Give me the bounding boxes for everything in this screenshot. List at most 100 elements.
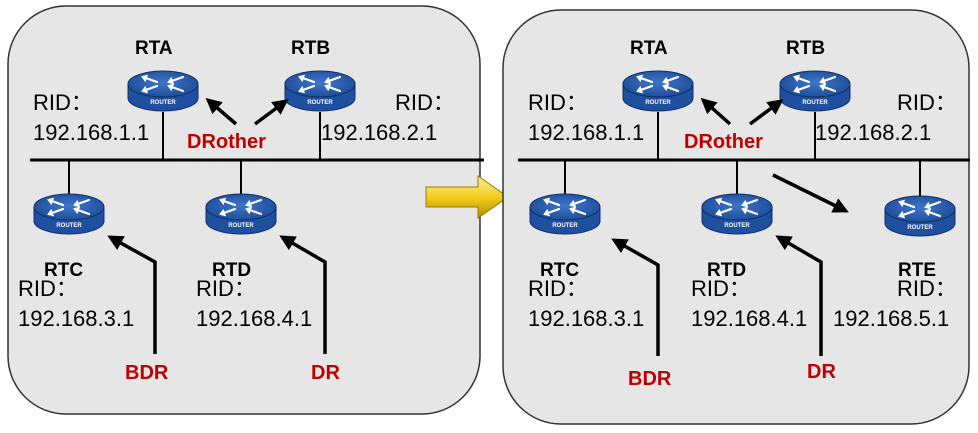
- router-name-rtb: RTB: [291, 38, 330, 59]
- rid-value-rtb: 192.168.2.1: [815, 120, 931, 145]
- rid-value-rtc: 192.168.3.1: [18, 306, 134, 331]
- router-icon: ROUTER: [284, 70, 356, 112]
- router-name-rta: RTA: [135, 38, 173, 59]
- router-arrowhead-glyph: [636, 74, 644, 83]
- router-arrowhead-glyph: [793, 85, 801, 94]
- router-name-rtd: RTD: [212, 260, 251, 281]
- rid-value-rtd: 192.168.4.1: [691, 306, 807, 331]
- router-icon: ROUTER: [33, 193, 105, 235]
- router-top: [779, 70, 851, 98]
- role-label-drother: DRother: [187, 131, 266, 153]
- rid-value-rtd: 192.168.4.1: [196, 306, 312, 331]
- router-arrowhead-glyph: [662, 76, 670, 85]
- router-arrowhead-glyph: [141, 85, 149, 94]
- router-arrowhead-glyph: [219, 208, 227, 217]
- router-arrowhead-glyph: [793, 74, 801, 83]
- router-arrowhead-glyph: [819, 83, 827, 92]
- bdr-arrow: [611, 238, 660, 356]
- router-arrowhead-glyph: [924, 208, 932, 217]
- router-icon: ROUTER: [779, 70, 851, 112]
- rid-label-rtc: RID：: [528, 276, 588, 301]
- role-label-bdr: BDR: [125, 362, 169, 384]
- router-arrowhead-glyph: [715, 208, 723, 217]
- router-arrowhead-glyph: [569, 206, 577, 215]
- router-top: [33, 193, 105, 221]
- drother-arrow-rta: [205, 97, 238, 126]
- router-label: ROUTER: [802, 100, 828, 106]
- role-label-drother: DRother: [684, 131, 763, 153]
- router-top: [127, 70, 199, 98]
- router-top: [529, 193, 601, 221]
- router-arrowhead-glyph: [245, 199, 253, 208]
- drother-arrow-rte: [772, 173, 849, 213]
- rid-label-rtd: RID：: [691, 276, 751, 301]
- router-label: ROUTER: [724, 223, 750, 229]
- router-name-rta: RTA: [630, 38, 668, 59]
- router-arrowhead-glyph: [543, 208, 551, 217]
- dr-arrow: [279, 235, 327, 354]
- router-arrowhead-glyph: [543, 197, 551, 206]
- router-name-rtc: RTC: [540, 260, 579, 281]
- rid-label-rtb: RID：: [897, 90, 957, 115]
- drother-arrow-rtb: [253, 99, 289, 126]
- panel-before: ROUTER ROUTER ROUTER ROUTER RTA RID： 192…: [7, 5, 484, 415]
- router-label: ROUTER: [150, 100, 176, 106]
- rid-label-rtb: RID：: [395, 90, 455, 115]
- drother-arrow-rtb: [748, 99, 784, 126]
- rid-label-rta: RID：: [528, 90, 588, 115]
- router-name-rtd: RTD: [707, 260, 746, 281]
- router-name-rtc: RTC: [44, 260, 83, 281]
- router-name-rte: RTE: [898, 260, 936, 281]
- rid-value-rtc: 192.168.3.1: [528, 306, 644, 331]
- router-arrowhead-glyph: [73, 199, 81, 208]
- rid-label-rta: RID：: [33, 90, 93, 115]
- router-arrowhead-glyph: [167, 76, 175, 85]
- role-label-dr: DR: [807, 361, 836, 383]
- router-arrowhead-glyph: [167, 83, 175, 92]
- rid-label-rte: RID：: [897, 276, 957, 301]
- right-arrow-icon: [425, 175, 509, 219]
- router-arrowhead-glyph: [324, 76, 332, 85]
- router-arrowhead-glyph: [47, 208, 55, 217]
- router-arrowhead-glyph: [819, 76, 827, 85]
- rid-value-rtb: 192.168.2.1: [321, 120, 437, 145]
- drother-arrow-rta: [700, 97, 732, 126]
- router-arrowhead-glyph: [741, 199, 749, 208]
- router-arrowhead-glyph: [298, 74, 306, 83]
- router-icon: ROUTER: [205, 193, 277, 235]
- router-arrowhead-glyph: [245, 206, 253, 215]
- router-icon: ROUTER: [529, 193, 601, 235]
- rid-value-rta: 192.168.1.1: [528, 120, 644, 145]
- router-arrowhead-glyph: [741, 206, 749, 215]
- router-arrowhead-glyph: [569, 199, 577, 208]
- role-label-bdr: BDR: [628, 368, 672, 390]
- router-label: ROUTER: [228, 223, 254, 229]
- router-arrowhead-glyph: [47, 197, 55, 206]
- router-arrowhead-glyph: [73, 206, 81, 215]
- router-label: ROUTER: [307, 100, 333, 106]
- router-label: ROUTER: [552, 223, 578, 229]
- router-arrowhead-glyph: [898, 199, 906, 208]
- bdr-arrow: [107, 235, 157, 354]
- rid-label-rtc: RID：: [18, 276, 78, 301]
- router-arrowhead-glyph: [298, 85, 306, 94]
- router-arrowhead-glyph: [324, 83, 332, 92]
- router-label: ROUTER: [907, 225, 933, 231]
- role-label-dr: DR: [311, 362, 340, 384]
- panel-after: ROUTER ROUTER ROUTER ROUTER ROUTER RTA R…: [502, 9, 970, 425]
- router-arrowhead-glyph: [141, 74, 149, 83]
- router-arrowhead-glyph: [636, 85, 644, 94]
- router-arrowhead-glyph: [898, 210, 906, 219]
- rid-value-rte: 192.168.5.1: [833, 306, 949, 331]
- router-top: [284, 70, 356, 98]
- router-icon: ROUTER: [622, 70, 694, 112]
- router-top: [701, 193, 773, 221]
- router-arrowhead-glyph: [219, 197, 227, 206]
- router-icon: ROUTER: [884, 195, 956, 237]
- router-top: [205, 193, 277, 221]
- router-icon: ROUTER: [127, 70, 199, 112]
- rid-label-rtd: RID：: [196, 276, 256, 301]
- router-name-rtb: RTB: [786, 38, 825, 59]
- dr-arrow: [775, 235, 823, 356]
